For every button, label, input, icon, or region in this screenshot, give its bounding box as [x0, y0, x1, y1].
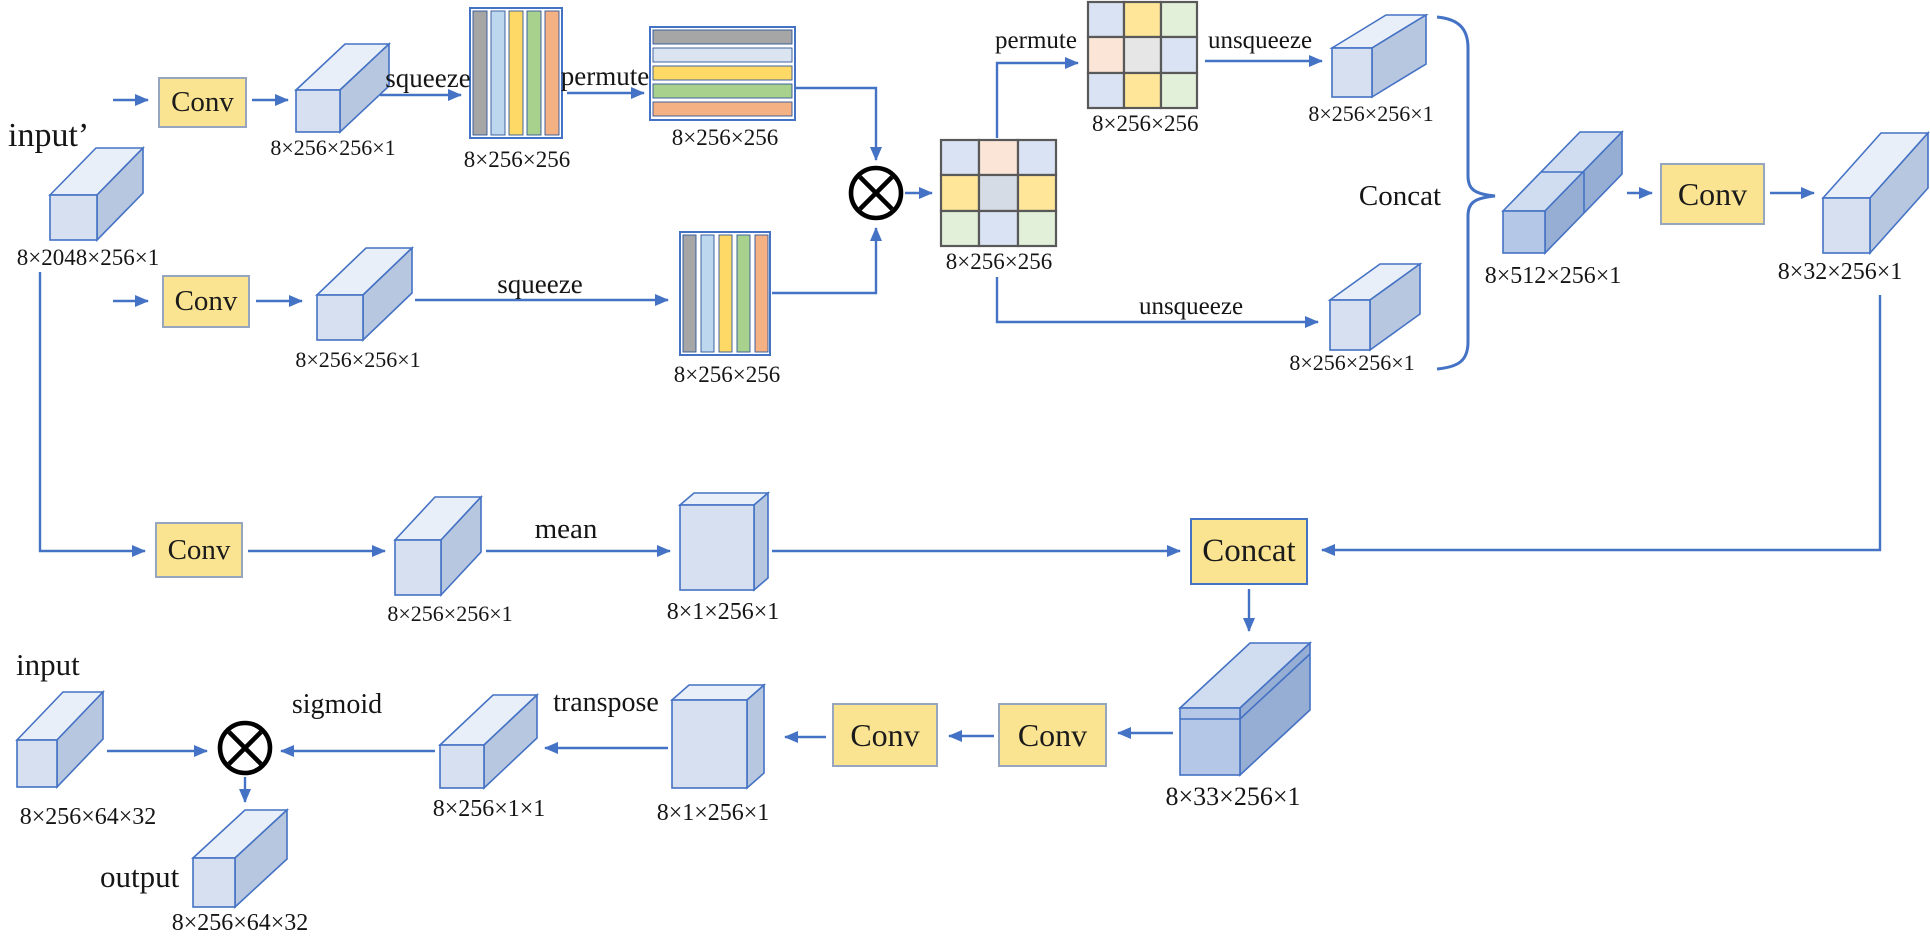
- conv-box-6: Conv: [832, 703, 938, 767]
- conv-box-3: Conv: [155, 522, 243, 578]
- bar-sigmoid: [437, 693, 540, 790]
- dim-input: 8×256×64×32: [19, 804, 157, 830]
- sigmoid-label: sigmoid: [291, 689, 383, 720]
- bar-input: [15, 690, 105, 789]
- bar-input-prime: [48, 146, 145, 242]
- permute-label-1: permute: [560, 61, 650, 91]
- dim-conv1-out: 8×256×256×1: [270, 135, 396, 160]
- dim-transpose-in: 8×1×256×1: [656, 800, 770, 826]
- bar-conv1-out: [293, 42, 392, 134]
- dim-output: 8×256×64×32: [171, 910, 309, 936]
- concat-label: Concat: [1202, 533, 1296, 569]
- matrix-permuted-1: [649, 26, 796, 121]
- mean-label: mean: [534, 513, 598, 545]
- conv-label: Conv: [174, 285, 238, 317]
- dim-transposed: 8×256×1×1: [432, 796, 546, 822]
- permute-label-2: permute: [995, 27, 1077, 54]
- dim-grid: 8×256×256: [945, 249, 1053, 274]
- connectors: [38, 55, 1882, 803]
- multiply-icons: [217, 165, 904, 776]
- transpose-label: transpose: [553, 687, 659, 718]
- dim-concat2-out: 8×33×256×1: [1165, 782, 1301, 811]
- input-label: input: [16, 647, 80, 682]
- dim-concat-out: 8×512×256×1: [1484, 263, 1622, 289]
- input-prime-label: input’: [8, 117, 90, 154]
- squeeze-label-2: squeeze: [497, 269, 583, 299]
- tensor-bars: [15, 13, 1930, 909]
- conv-box-1: Conv: [158, 77, 247, 128]
- dim-grid-permuted: 8×256×256: [1092, 111, 1199, 136]
- unsqueeze-label-2: unsqueeze: [1138, 293, 1244, 320]
- striped-matrices: [469, 7, 796, 356]
- bar-unsqueeze-top: [1329, 13, 1429, 99]
- arrow-unsqueeze-2: [995, 277, 1319, 328]
- matrix-squeezed-1: [469, 7, 563, 139]
- bar-conv4-out: [315, 246, 414, 342]
- concat-brace-label: Concat: [1358, 180, 1442, 212]
- dim-unsqueeze-top: 8×256×256×1: [1308, 101, 1434, 126]
- arrow-input-to-conv3: [38, 272, 146, 557]
- concat-box: Concat: [1190, 518, 1308, 585]
- dim-squeezed-1: 8×256×256: [463, 147, 571, 172]
- dim-permuted-1: 8×256×256: [671, 125, 779, 150]
- grid-attention: [939, 138, 1058, 248]
- bar-conv3-out: [393, 494, 483, 598]
- dim-input-prime: 8×2048×256×1: [16, 245, 160, 270]
- dim-unsqueeze-bottom: 8×256×256×1: [1289, 350, 1415, 375]
- bar-output: [190, 808, 290, 909]
- arrow-right-to-concat: [1321, 295, 1882, 556]
- dim-squeezed-2: 8×256×256: [673, 362, 781, 387]
- conv-label: Conv: [850, 716, 920, 753]
- unsqueeze-label-1: unsqueeze: [1207, 27, 1313, 54]
- arrow-permute-2: [995, 57, 1079, 138]
- dim-conv-reduced: 8×32×256×1: [1777, 259, 1903, 285]
- output-label: output: [100, 859, 180, 894]
- conv-label: Conv: [1677, 175, 1748, 212]
- attention-grids: [939, 0, 1199, 248]
- conv-label: Conv: [171, 86, 234, 118]
- conv-box-2: Conv: [162, 275, 250, 328]
- arrow-matrix3-to-multiply: [772, 227, 882, 295]
- grid-attention-permuted: [1086, 0, 1199, 110]
- bar-unsqueeze-bottom: [1327, 262, 1423, 352]
- squeeze-label-1: squeeze: [385, 63, 471, 93]
- arrow-matrix2-to-multiply: [795, 86, 882, 161]
- bar-concat-33: [1177, 641, 1313, 777]
- slab-transpose-in: [669, 683, 767, 790]
- conv-label: Conv: [167, 533, 231, 566]
- dim-conv4-out: 8×256×256×1: [295, 347, 421, 372]
- matrix-squeezed-2: [679, 231, 771, 356]
- conv-box-4: Conv: [1660, 163, 1765, 225]
- slab-mean-out: [677, 491, 771, 592]
- multiply-icon: [848, 165, 904, 221]
- bar-conv-reduced: [1821, 130, 1930, 256]
- multiply-icon: [217, 720, 273, 776]
- conv-box-5: Conv: [998, 703, 1107, 767]
- concat-brace: [1436, 15, 1496, 371]
- conv-label: Conv: [1017, 716, 1088, 753]
- dim-conv3-out: 8×256×256×1: [387, 601, 513, 626]
- dim-mean-out: 8×1×256×1: [666, 599, 780, 625]
- bar-concat-512: [1501, 130, 1624, 255]
